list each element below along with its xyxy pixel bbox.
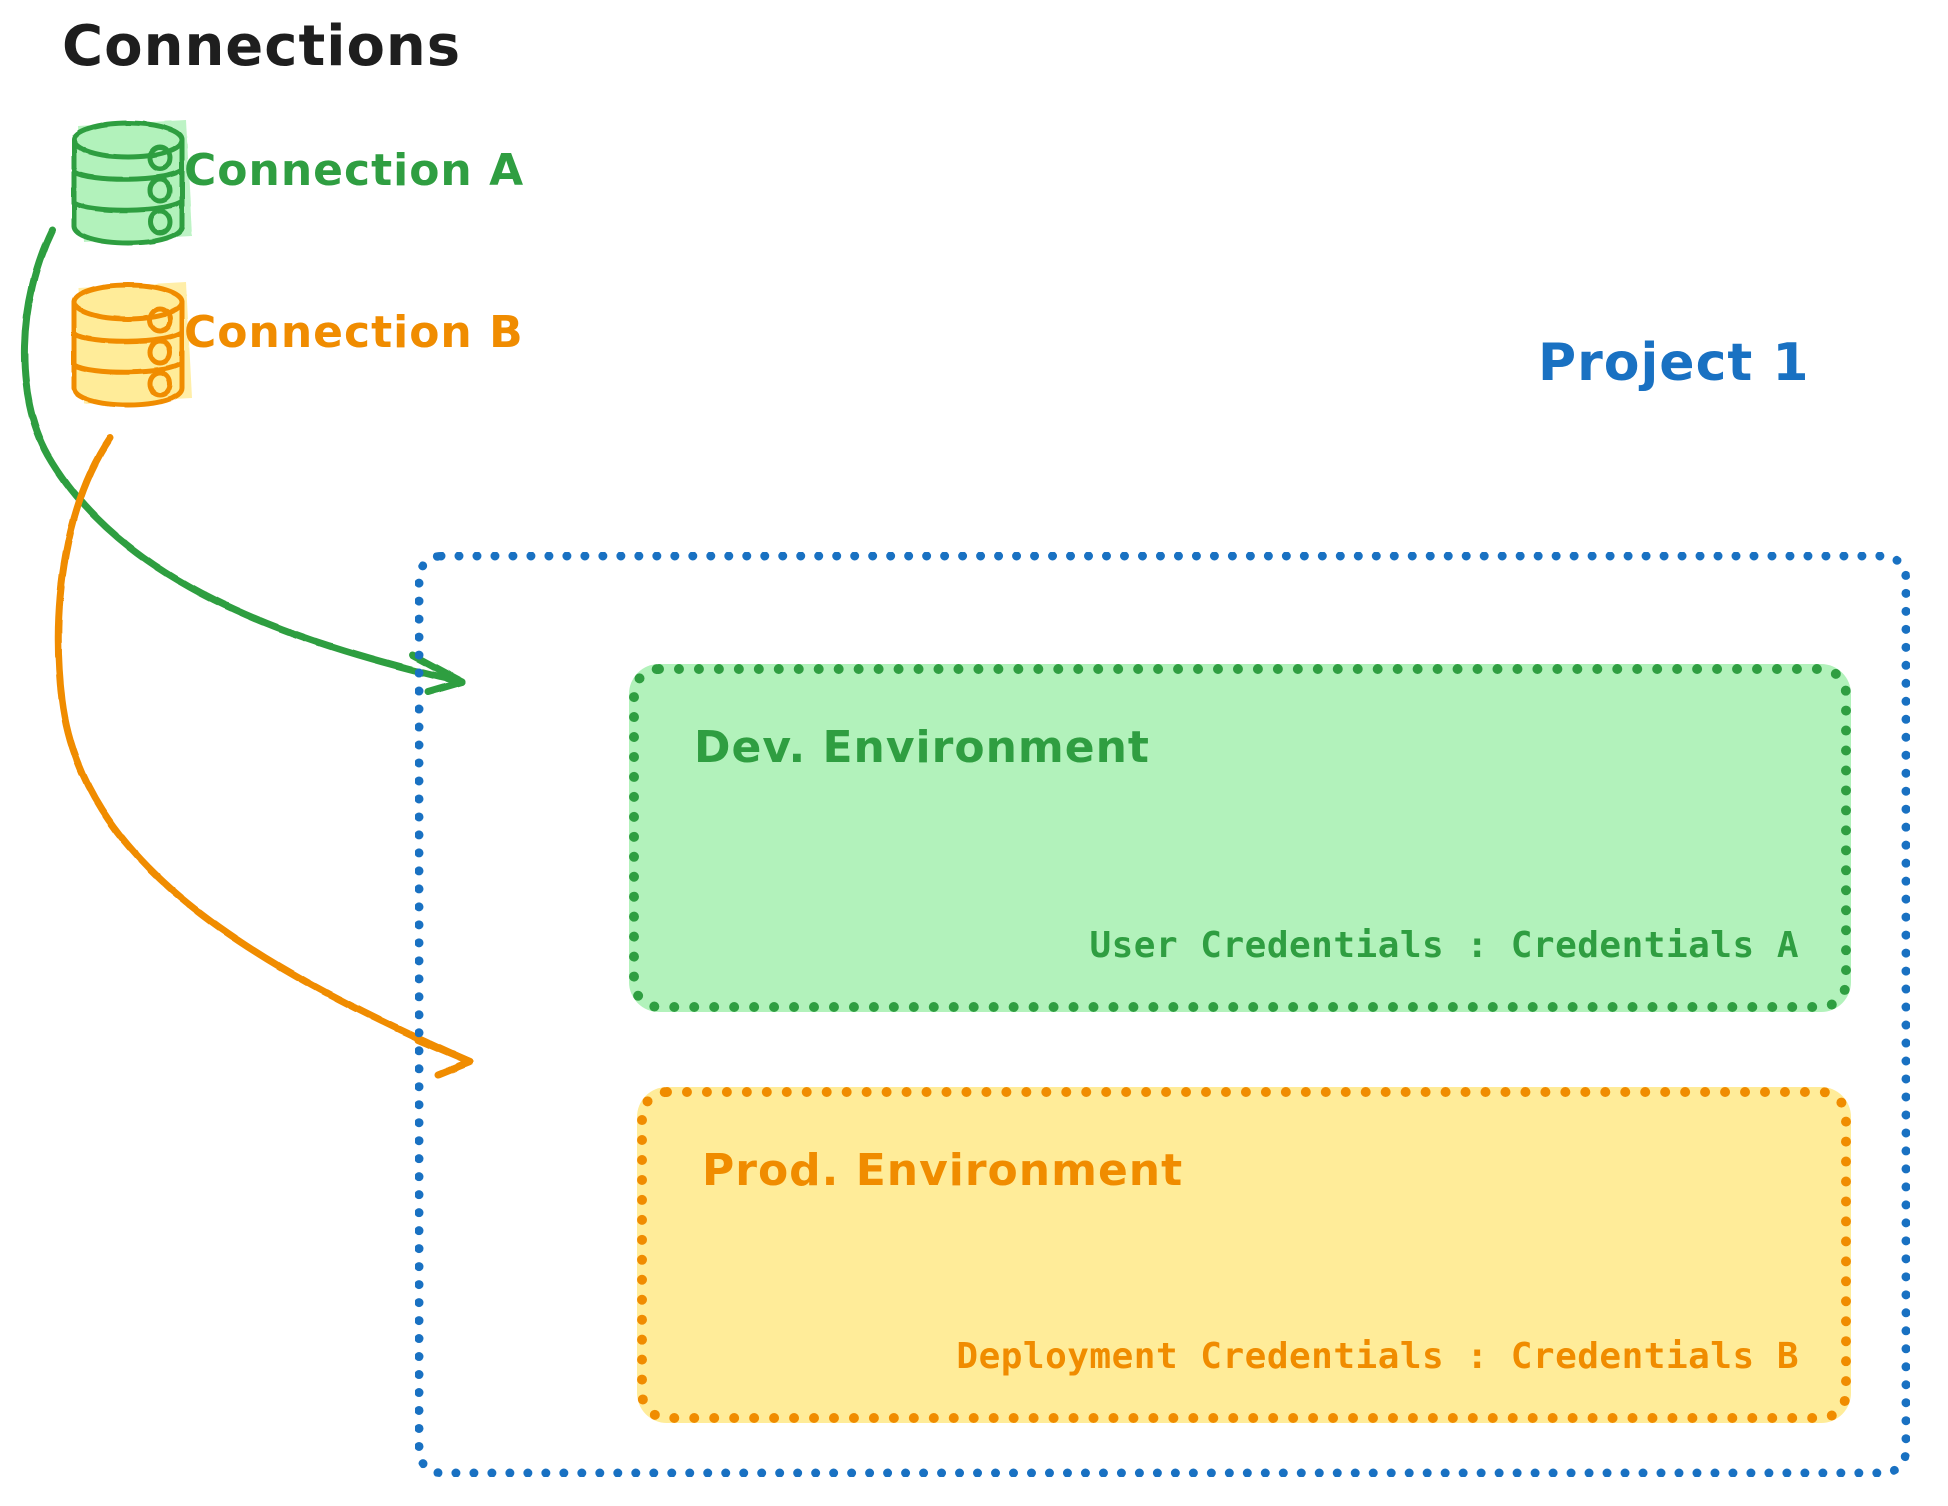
arrow-connection-b-to-prod bbox=[54, 434, 474, 1079]
dev-environment-box: Dev. Environment User Credentials : Cred… bbox=[629, 664, 1851, 1012]
dev-environment-title: Dev. Environment bbox=[694, 722, 1150, 773]
database-icon-connection-a bbox=[71, 120, 192, 246]
dev-environment-credentials: User Credentials : Credentials A bbox=[1089, 925, 1799, 966]
database-icon-connection-b bbox=[71, 282, 192, 408]
arrow-connection-a-to-dev bbox=[21, 226, 466, 696]
connection-a-label: Connection A bbox=[184, 145, 525, 196]
prod-environment-box: Prod. Environment Deployment Credentials… bbox=[637, 1087, 1851, 1423]
project-container-box: Dev. Environment User Credentials : Cred… bbox=[415, 552, 1910, 1477]
prod-environment-title: Prod. Environment bbox=[702, 1145, 1184, 1196]
connection-b-label: Connection B bbox=[184, 307, 524, 358]
prod-environment-credentials: Deployment Credentials : Credentials B bbox=[956, 1336, 1799, 1377]
connections-heading: Connections bbox=[62, 14, 462, 79]
project-title: Project 1 bbox=[1538, 333, 1810, 393]
